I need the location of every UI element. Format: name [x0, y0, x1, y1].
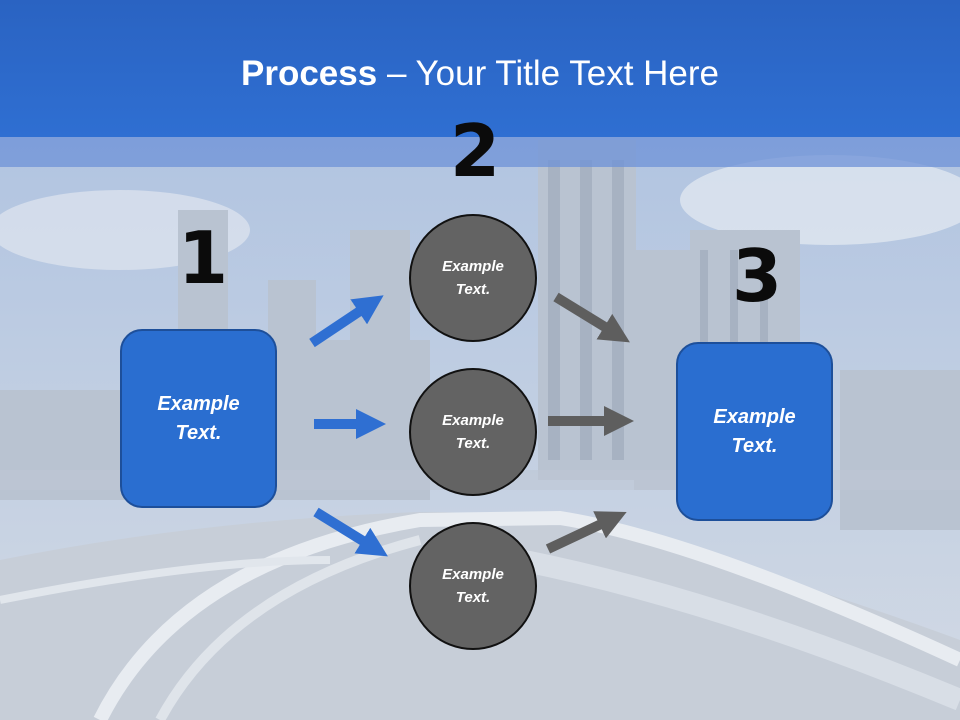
- arrow-up-right-blue: [309, 295, 384, 348]
- circle-top-text: Example Text.: [442, 258, 504, 298]
- arrow-up-right-gray: [545, 511, 627, 554]
- step-2-circle-middle: Example Text.: [409, 368, 537, 496]
- step-number-2: 2: [450, 109, 501, 193]
- slide-title: Process – Your Title Text Here: [0, 52, 960, 96]
- step-1-text: Example Text.: [157, 392, 240, 444]
- step-3-text: Example Text.: [713, 405, 796, 457]
- step-3-box: Example Text.: [676, 342, 833, 521]
- title-bar: Process – Your Title Text Here: [0, 0, 960, 137]
- arrow-down-right-gray: [553, 292, 630, 343]
- title-rest-text: – Your Title Text Here: [377, 54, 719, 93]
- circle-middle-text: Example Text.: [442, 412, 504, 452]
- arrow-down-right-blue: [313, 507, 388, 557]
- step-1-box: Example Text.: [120, 329, 277, 508]
- step-number-3: 3: [732, 234, 783, 318]
- header-accent-band: [0, 137, 960, 167]
- step-number-1: 1: [178, 216, 229, 300]
- title-bold-text: Process: [241, 54, 378, 93]
- step-2-circle-top: Example Text.: [409, 214, 537, 342]
- circle-bottom-text: Example Text.: [442, 566, 504, 606]
- step-2-circle-bottom: Example Text.: [409, 522, 537, 650]
